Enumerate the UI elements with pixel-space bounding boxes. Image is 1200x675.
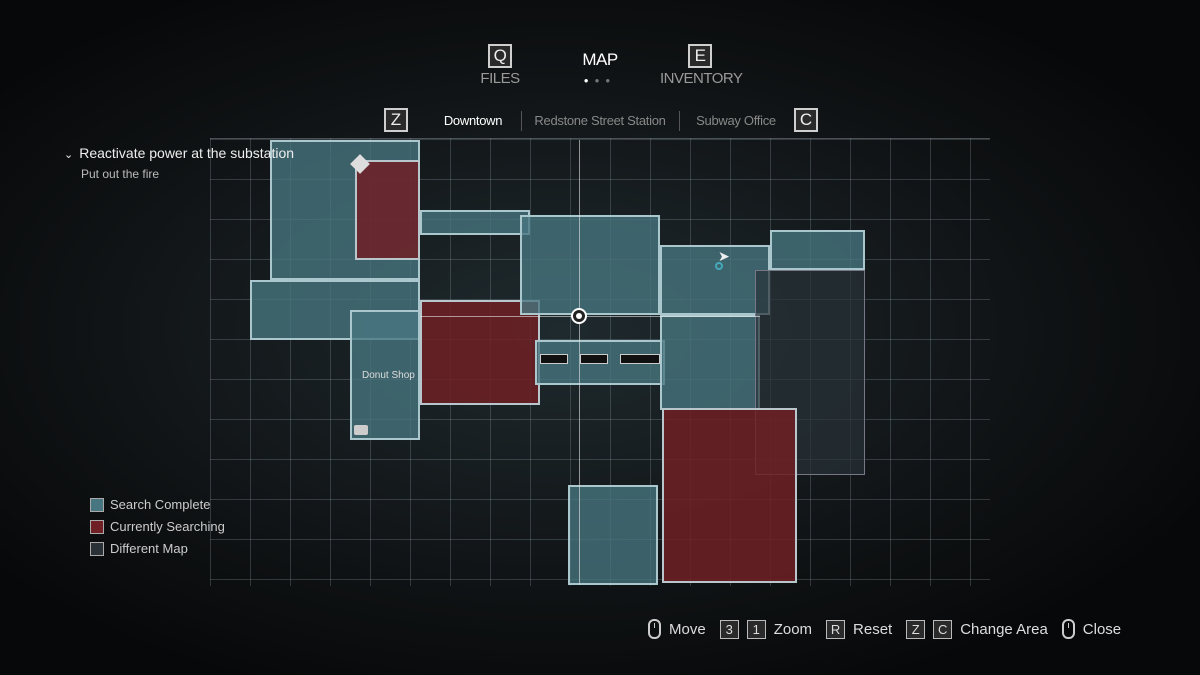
objective-title-text: Reactivate power at the substation [79,145,295,161]
legend-swatch [90,497,104,512]
key-r: R [826,619,846,639]
tab-files[interactable]: Q FILES [480,44,520,87]
tab-map-label: MAP [582,50,618,69]
key-e: E [688,44,712,68]
room-label-donut-shop: Donut Shop [362,370,415,381]
crosshair-horizontal [420,316,760,317]
corridor [420,210,530,235]
mouse-icon [1061,619,1075,639]
corridor [568,485,658,585]
legend-label: Currently Searching [110,519,225,534]
control-close[interactable]: Close [1082,620,1122,638]
room-search-complete [770,230,865,270]
key-1: 1 [746,619,766,639]
legend-swatch [90,519,104,534]
next-area-key[interactable]: C [794,108,818,132]
area-subway-office[interactable]: Subway Office [696,113,776,128]
legend-label: Different Map [110,541,188,556]
objective-title: ⌄ Reactivate power at the substation [64,145,294,161]
key-3: 3 [719,619,739,639]
page-dots: ●●● [583,76,617,85]
tab-inventory-label: INVENTORY [660,70,743,87]
legend-swatch [90,541,104,556]
mouse-icon [648,619,661,639]
legend-search-complete: Search Complete [90,497,210,512]
divider [521,111,522,131]
room-search-complete [660,245,770,315]
control-change-area: Change Area [960,620,1048,638]
room-currently-searching [355,160,420,260]
key-z: Z [906,619,926,639]
key-q: Q [488,44,512,68]
item-marker-icon[interactable] [715,262,723,270]
area-redstone-street-station[interactable]: Redstone Street Station [534,113,666,128]
legend-label: Search Complete [110,497,211,512]
control-zoom: Zoom [773,620,813,638]
tab-files-label: FILES [480,70,520,87]
crosshair-vertical [579,140,580,585]
tab-inventory[interactable]: E INVENTORY [660,44,743,87]
key-c: C [933,619,953,639]
room-search-complete [520,215,660,315]
divider [679,111,680,131]
room-search-complete [660,315,760,410]
prev-area-key[interactable]: Z [384,108,408,132]
area-downtown[interactable]: Downtown [443,113,503,128]
control-reset: Reset [853,620,893,638]
room-donut-shop [350,310,420,440]
control-move: Move [669,620,706,638]
vent [540,354,568,364]
legend-different-map: Different Map [90,541,188,556]
chevron-down-icon: ⌄ [64,149,74,161]
tab-map[interactable]: MAP ●●● [570,50,630,85]
player-location-icon [571,308,587,324]
legend-currently-searching: Currently Searching [90,519,225,534]
vent [580,354,608,364]
room-currently-searching [662,408,797,583]
vent [620,354,660,364]
item-box-icon[interactable] [354,425,368,435]
objective-subtitle: Put out the fire [81,167,160,181]
cursor-icon: ➤ [718,248,730,264]
